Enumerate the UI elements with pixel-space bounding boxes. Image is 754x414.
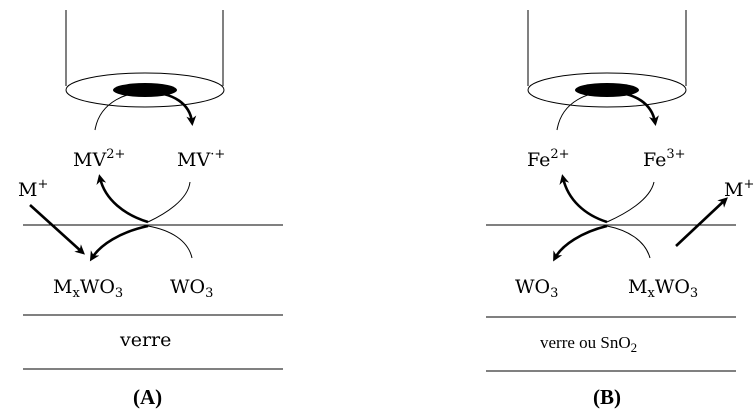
- cycle-arc-right-b: [606, 90, 659, 126]
- caption-a: (A): [133, 385, 162, 409]
- product-wo3-a: WO3: [170, 276, 213, 301]
- product-wo3-b: WO3: [515, 276, 558, 301]
- panel-b: Fe2+ Fe3+ M+ WO3 MxWO3 verre ou SnO2 (B): [486, 10, 754, 409]
- cycle-arc-left-b: [556, 91, 608, 131]
- ion-m-plus-a: M+: [18, 177, 48, 201]
- panel-a: MV2+ MV·+ M+ MxWO3 WO3 verre (A): [18, 10, 283, 409]
- substrate-label-b: verre ou SnO2: [540, 333, 637, 355]
- reduction-arc-thin-a: [147, 225, 193, 259]
- return-arc-b: [606, 181, 655, 223]
- product-mxwo3-a: MxWO3: [53, 276, 123, 301]
- cycle-arc-left-a: [94, 91, 146, 131]
- cycle-arc-right-a: [144, 90, 197, 126]
- reduction-arc-b: [553, 224, 608, 262]
- oxidation-arc-b: [559, 174, 608, 224]
- species-mv2-a: MV2+: [73, 147, 125, 171]
- caption-b: (B): [593, 385, 621, 409]
- product-mxwo3-b: MxWO3: [628, 276, 698, 301]
- ion-arrow-a: [29, 204, 85, 255]
- oxidation-arc-a: [96, 174, 149, 224]
- substrate-label-a: verre: [119, 329, 171, 351]
- ion-m-plus-b: M+: [724, 177, 754, 201]
- species-fe3-b: Fe3+: [643, 147, 686, 171]
- ion-arrow-b: [675, 197, 728, 247]
- return-arc-a: [147, 181, 191, 223]
- species-mv-radical-a: MV·+: [177, 147, 225, 171]
- reduction-arc-a: [89, 224, 149, 262]
- species-fe2-b: Fe2+: [527, 147, 570, 171]
- reduction-arc-thin-b: [606, 225, 651, 259]
